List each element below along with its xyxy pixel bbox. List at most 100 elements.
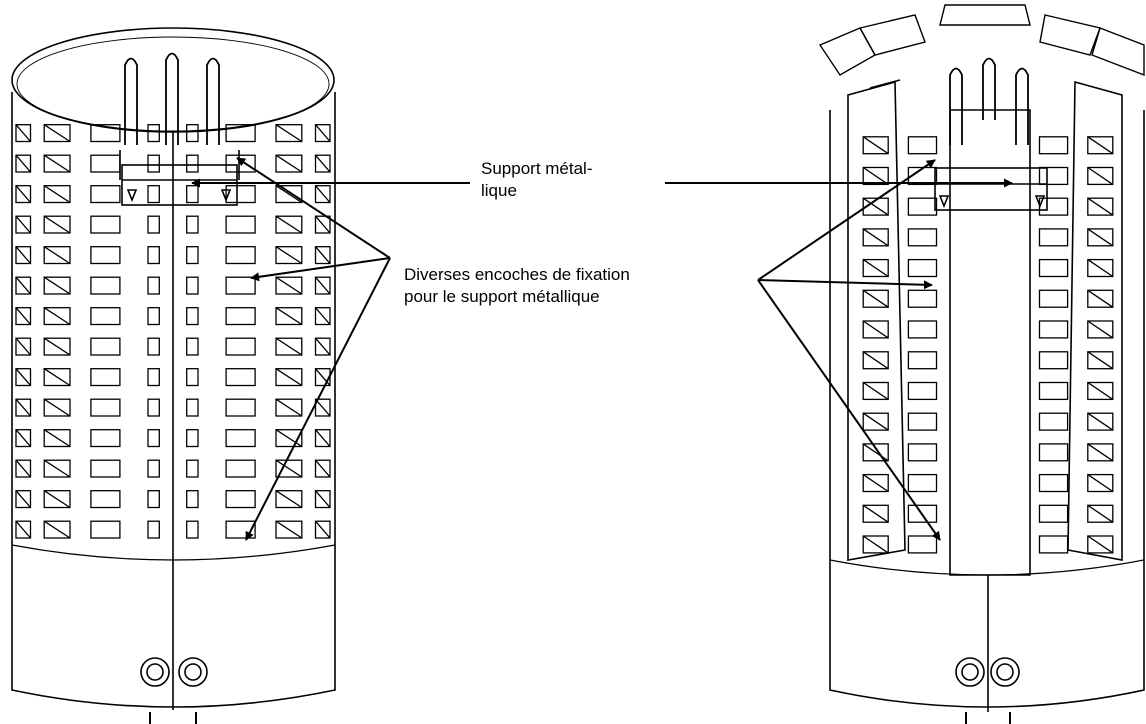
left-outlets bbox=[140, 657, 208, 687]
left-heater-grille bbox=[15, 124, 331, 539]
grille-slot bbox=[43, 337, 71, 356]
grille-slot bbox=[275, 246, 303, 265]
grille-slot bbox=[147, 368, 160, 387]
grille-slot bbox=[275, 337, 303, 356]
grille-slot bbox=[1038, 381, 1069, 401]
grille-slot bbox=[1038, 258, 1069, 278]
grille-slot bbox=[15, 215, 32, 234]
grille-slot-shade bbox=[1087, 443, 1114, 462]
grille-slot-shade bbox=[15, 307, 31, 325]
grille-slot bbox=[1038, 351, 1069, 370]
grille-slot bbox=[186, 124, 199, 143]
grille-slot-shade bbox=[15, 429, 31, 447]
grille-slot-shade bbox=[43, 520, 71, 539]
grille-slot bbox=[186, 185, 199, 204]
arrow-notch-left-3 bbox=[245, 257, 391, 541]
grille-slot-shade bbox=[862, 197, 889, 216]
grille-slot bbox=[275, 215, 303, 234]
grille-slot bbox=[275, 276, 303, 295]
grille-slot bbox=[90, 459, 121, 478]
label-metal-support-line1: Support métal- bbox=[481, 159, 593, 178]
grille-slot bbox=[186, 368, 199, 387]
grille-slot bbox=[862, 136, 889, 155]
grille-slot bbox=[90, 215, 121, 234]
grille-slot bbox=[43, 246, 71, 265]
grille-slot bbox=[1038, 228, 1069, 247]
grille-slot bbox=[43, 124, 71, 143]
grille-slot bbox=[862, 289, 889, 308]
grille-slot-shade bbox=[862, 289, 889, 308]
grille-slot bbox=[862, 351, 889, 370]
grille-slot-shade bbox=[43, 459, 71, 478]
grille-slot bbox=[1087, 381, 1114, 401]
grille-slot-shade bbox=[862, 228, 889, 247]
grille-slot-shade bbox=[15, 520, 31, 539]
grille-slot-shade bbox=[15, 185, 31, 203]
grille-slot-shade bbox=[862, 166, 889, 185]
grille-slot bbox=[147, 154, 160, 173]
grille-slot bbox=[275, 459, 303, 478]
grille-slot bbox=[15, 337, 32, 356]
grille-slot bbox=[314, 337, 331, 356]
grille-slot bbox=[314, 520, 331, 539]
grille-slot bbox=[147, 124, 160, 143]
grille-slot-shade bbox=[15, 124, 31, 142]
grille-slot-shade bbox=[43, 246, 71, 265]
grille-slot-shade bbox=[862, 443, 889, 462]
grille-slot bbox=[907, 197, 938, 216]
grille-slot-shade bbox=[862, 381, 889, 400]
grille-slot-shade bbox=[15, 154, 31, 173]
grille-slot bbox=[1087, 136, 1114, 155]
grille-slot bbox=[15, 520, 32, 539]
grille-slot bbox=[275, 490, 303, 509]
grille-slot bbox=[1038, 166, 1069, 186]
grille-slot bbox=[43, 154, 71, 173]
grille-slot-shade bbox=[15, 490, 31, 508]
grille-slot bbox=[225, 490, 256, 509]
grille-slot-shade bbox=[315, 154, 331, 173]
grille-slot bbox=[1087, 443, 1114, 462]
grille-slot-shade bbox=[862, 136, 889, 155]
grille-slot bbox=[1087, 473, 1114, 493]
grille-slot bbox=[862, 228, 889, 247]
grille-slot bbox=[147, 429, 160, 448]
grille-slot bbox=[1087, 504, 1114, 523]
grille-slot bbox=[225, 276, 256, 295]
grille-slot bbox=[314, 185, 331, 204]
grille-slot bbox=[275, 124, 303, 143]
grille-slot bbox=[907, 412, 938, 431]
grille-slot bbox=[1087, 228, 1114, 247]
grille-slot bbox=[1038, 504, 1069, 523]
grille-slot bbox=[275, 429, 303, 448]
grille-slot bbox=[1038, 535, 1069, 554]
grille-slot-shade bbox=[862, 351, 889, 370]
grille-slot bbox=[1038, 412, 1069, 431]
grille-slot bbox=[225, 215, 256, 234]
left-heater-drawing bbox=[11, 27, 336, 724]
grille-slot bbox=[147, 490, 160, 509]
grille-slot bbox=[907, 228, 938, 247]
grille-slot bbox=[43, 276, 71, 295]
grille-slot bbox=[907, 258, 938, 278]
grille-slot-shade bbox=[275, 124, 303, 143]
grille-slot bbox=[862, 320, 889, 339]
grille-slot bbox=[1087, 320, 1114, 339]
label-metal-support: Support métal- lique bbox=[481, 158, 593, 202]
grille-slot bbox=[90, 246, 121, 265]
label-metal-support-line2: lique bbox=[481, 181, 517, 200]
grille-slot-shade bbox=[1087, 136, 1114, 155]
grille-slot bbox=[90, 429, 121, 448]
grille-slot bbox=[907, 473, 938, 493]
grille-slot-shade bbox=[862, 535, 889, 554]
grille-slot bbox=[907, 535, 938, 554]
grille-slot-shade bbox=[275, 246, 303, 265]
grille-slot bbox=[862, 197, 889, 216]
right-front-panel bbox=[949, 109, 1031, 576]
grille-slot bbox=[862, 443, 889, 462]
grille-slot bbox=[907, 504, 938, 523]
grille-slot bbox=[186, 520, 199, 539]
grille-slot bbox=[186, 154, 199, 173]
grille-slot-shade bbox=[43, 154, 71, 173]
grille-slot bbox=[225, 368, 256, 387]
grille-slot-shade bbox=[1087, 504, 1114, 523]
